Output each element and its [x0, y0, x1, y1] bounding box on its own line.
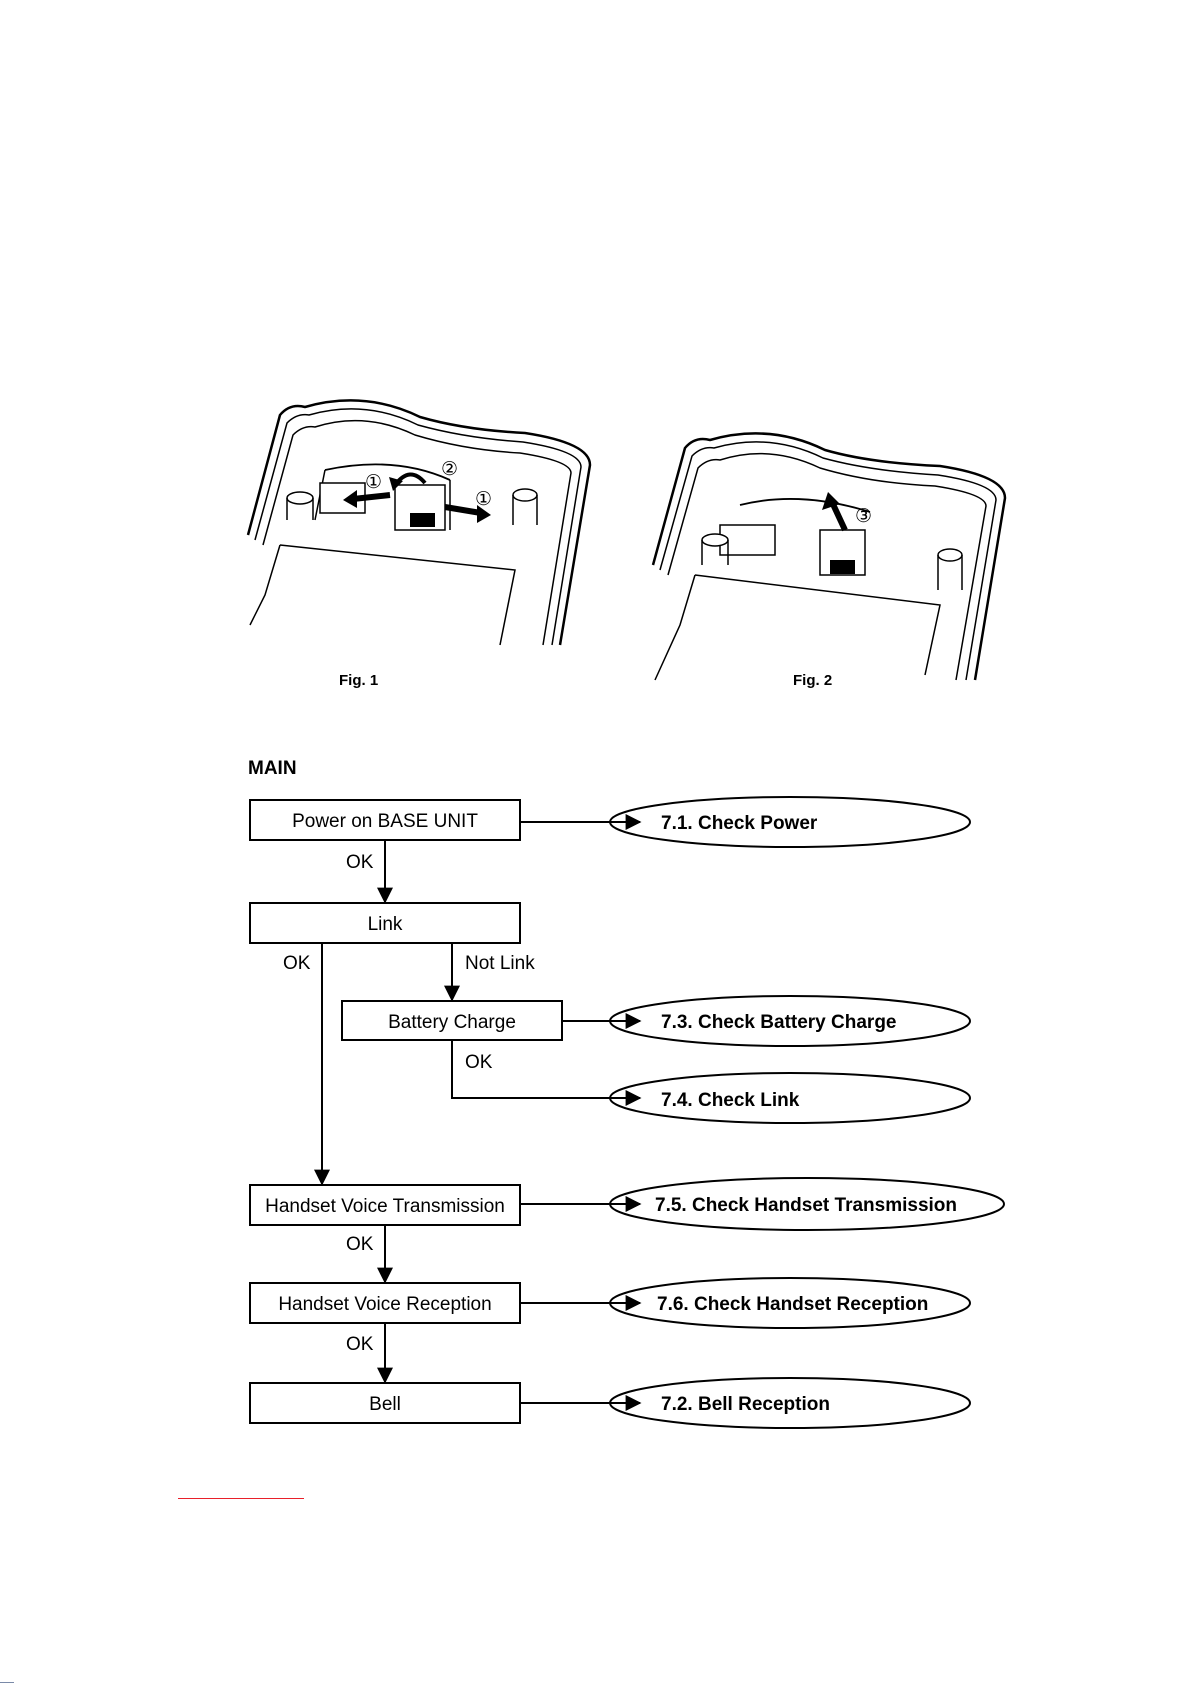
check-power-label: 7.1. Check Power — [661, 813, 818, 834]
edge-label-power-ok: OK — [346, 852, 374, 873]
edge-label-transmission-ok: OK — [346, 1234, 374, 1255]
page-corner-mark — [0, 1682, 14, 1683]
step-battery: Battery Charge — [342, 1001, 562, 1040]
check-power: 7.1. Check Power — [610, 797, 970, 847]
step-battery-label: Battery Charge — [388, 1012, 516, 1033]
check-transmission-label: 7.5. Check Handset Transmission — [655, 1195, 957, 1216]
step-power-label: Power on BASE UNIT — [292, 811, 478, 832]
check-bell: 7.2. Bell Reception — [610, 1378, 970, 1428]
step-reception: Handset Voice Reception — [250, 1283, 520, 1323]
check-battery: 7.3. Check Battery Charge — [610, 996, 970, 1046]
step-bell: Bell — [250, 1383, 520, 1423]
step-reception-label: Handset Voice Reception — [278, 1294, 491, 1315]
check-link-label: 7.4. Check Link — [661, 1090, 800, 1111]
step-bell-label: Bell — [369, 1394, 401, 1415]
check-transmission: 7.5. Check Handset Transmission — [610, 1178, 1004, 1230]
step-transmission-label: Handset Voice Transmission — [265, 1196, 505, 1217]
edge-label-battery-ok: OK — [465, 1052, 493, 1073]
check-link: 7.4. Check Link — [610, 1073, 970, 1123]
step-link: Link — [250, 903, 520, 943]
check-bell-label: 7.2. Bell Reception — [661, 1394, 830, 1415]
edge-label-link-ok: OK — [283, 953, 311, 974]
check-reception-label: 7.6. Check Handset Reception — [657, 1294, 928, 1315]
edge-label-reception-ok: OK — [346, 1334, 374, 1355]
red-divider-rule — [178, 1498, 304, 1499]
edge-label-link-not: Not Link — [465, 953, 535, 974]
step-transmission: Handset Voice Transmission — [250, 1185, 520, 1225]
check-reception: 7.6. Check Handset Reception — [610, 1278, 970, 1328]
step-link-label: Link — [368, 914, 403, 935]
step-power: Power on BASE UNIT — [250, 800, 520, 840]
check-battery-label: 7.3. Check Battery Charge — [661, 1012, 897, 1033]
